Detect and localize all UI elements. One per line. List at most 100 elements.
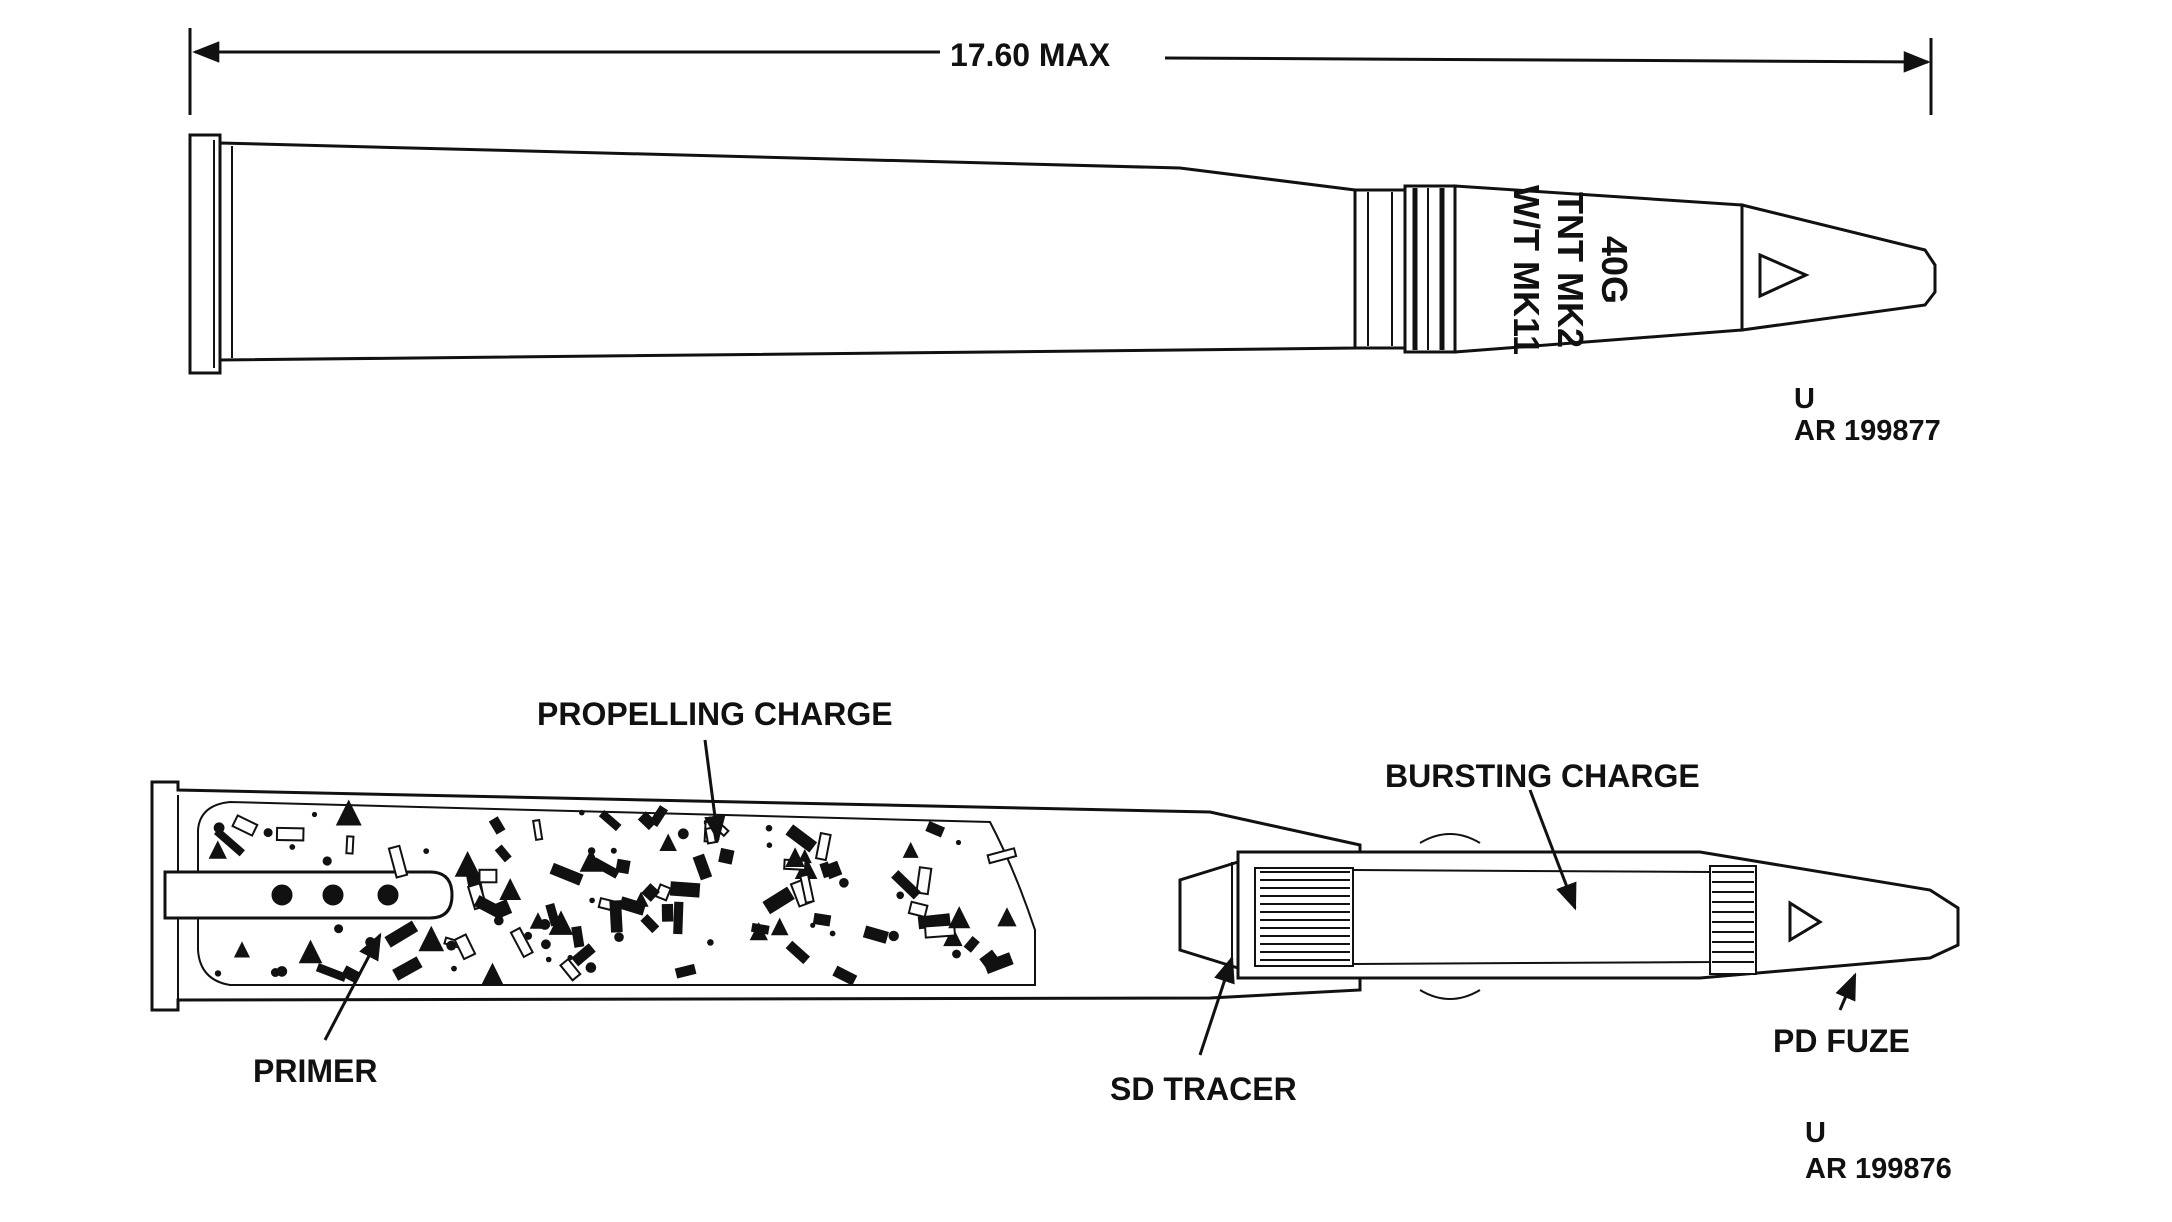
propellant-grain xyxy=(633,891,649,907)
propellant-grain xyxy=(571,943,596,967)
propellant-grain xyxy=(810,922,816,928)
propellant-grain xyxy=(454,851,481,877)
propellant-grain xyxy=(762,886,795,915)
propellant-grain xyxy=(494,844,512,863)
case-section xyxy=(150,780,1362,1012)
propellant-grain xyxy=(275,826,305,842)
propellant-grain xyxy=(529,912,547,929)
propellant-grain xyxy=(749,922,768,941)
propellant-grain xyxy=(531,818,544,842)
figure-ref-top: AR 199877 xyxy=(1794,415,1941,447)
leader-lines xyxy=(323,739,1857,1056)
label-bursting-charge: BURSTING CHARGE xyxy=(1385,758,1700,794)
propellant-grain xyxy=(453,933,477,961)
external-view xyxy=(188,28,1937,375)
label-sd-tracer: SD TRACER xyxy=(1110,1071,1297,1107)
propellant-grain xyxy=(451,965,457,972)
propellant-grain xyxy=(335,799,362,826)
propellant-grain xyxy=(704,826,717,845)
propellant-grain xyxy=(392,956,423,981)
propellant-grain xyxy=(615,858,631,875)
propellant-grain xyxy=(983,952,1014,975)
propellant-grain xyxy=(766,842,773,848)
band-lower xyxy=(1419,989,1481,1000)
propellant-grain xyxy=(819,861,833,879)
propellant-grain xyxy=(585,962,597,973)
propellant-grain xyxy=(963,936,980,953)
propellant-grain xyxy=(231,814,259,837)
propellant-grain xyxy=(571,925,585,948)
propellant-grain xyxy=(276,966,288,977)
tracer-cavity xyxy=(1178,859,1240,971)
propellant-grain xyxy=(289,844,296,850)
propellant-grain xyxy=(499,878,522,900)
fuze-triangle-icon-section xyxy=(1788,900,1823,943)
dimension-line xyxy=(188,28,1933,115)
propellant-chamber xyxy=(197,800,1036,986)
propellant-grain xyxy=(862,925,889,944)
propellant-grain xyxy=(785,940,810,965)
classification-bottom: U xyxy=(1805,1117,1826,1149)
fuze-threads xyxy=(1709,865,1757,975)
propellant-grain xyxy=(955,839,962,846)
propellant-grain xyxy=(799,873,815,904)
propellant-grain xyxy=(812,912,832,927)
marking-line-3: W/T MK11 xyxy=(1506,185,1547,355)
propellant-grain xyxy=(659,833,677,851)
propellant-grain xyxy=(233,941,250,958)
propellant-grain xyxy=(952,949,961,959)
propellant-grain xyxy=(213,822,225,834)
propellant-grain xyxy=(891,870,922,900)
propellant-grain xyxy=(549,862,584,886)
propellant-grain xyxy=(579,809,585,816)
propellant-grain xyxy=(986,847,1018,865)
band-upper xyxy=(1419,833,1481,844)
propellant-grain xyxy=(545,902,561,927)
label-pd-fuze: PD FUZE xyxy=(1773,1023,1910,1059)
propellant-grain xyxy=(610,847,617,854)
propellant-grain xyxy=(545,956,552,963)
propellant-grain xyxy=(418,925,445,952)
figure-ref-bottom: AR 199876 xyxy=(1805,1153,1952,1185)
propellant-grain xyxy=(579,848,603,872)
sectional-view xyxy=(150,780,1960,1012)
propellant-grain xyxy=(598,809,622,832)
propellant-grain xyxy=(311,811,318,818)
propellant-grain xyxy=(488,816,506,835)
propellant-grain xyxy=(765,824,773,832)
label-propelling-charge: PROPELLING CHARGE xyxy=(537,696,893,732)
propellant-grain xyxy=(640,914,660,934)
propellant-grain xyxy=(654,883,673,902)
propellant-grain xyxy=(618,896,647,916)
propellant-grain xyxy=(334,924,344,934)
propellant-grain xyxy=(785,847,805,867)
propellant-grain xyxy=(814,831,832,862)
marking-line-2: TNT MK2 xyxy=(1550,192,1591,348)
propellant-grain xyxy=(322,856,332,866)
propellant-grain xyxy=(915,866,933,896)
propellant-grain xyxy=(902,841,919,858)
propellant-grain xyxy=(345,835,355,855)
propellant-grain xyxy=(641,883,660,902)
label-primer: PRIMER xyxy=(253,1053,377,1089)
primer-tube xyxy=(163,870,454,920)
propellant-grain xyxy=(263,828,273,838)
propellant-grains xyxy=(208,799,1018,986)
propellant-grain xyxy=(567,954,573,961)
propellant-grain xyxy=(829,930,836,937)
propellant-grain xyxy=(509,926,534,959)
propellant-grain xyxy=(541,939,551,950)
propellant-grain xyxy=(674,963,697,979)
propellant-grain xyxy=(907,900,929,919)
propellant-grain xyxy=(315,963,348,982)
propellant-grain xyxy=(918,919,924,925)
propellant-grain xyxy=(925,821,946,838)
propellant-grain xyxy=(548,910,574,935)
case-rim xyxy=(188,133,222,375)
cartridge-case xyxy=(218,141,1357,362)
marking-line-1: 40G xyxy=(1594,236,1635,304)
propellant-grain xyxy=(481,962,504,984)
propellant-grain xyxy=(614,932,624,942)
